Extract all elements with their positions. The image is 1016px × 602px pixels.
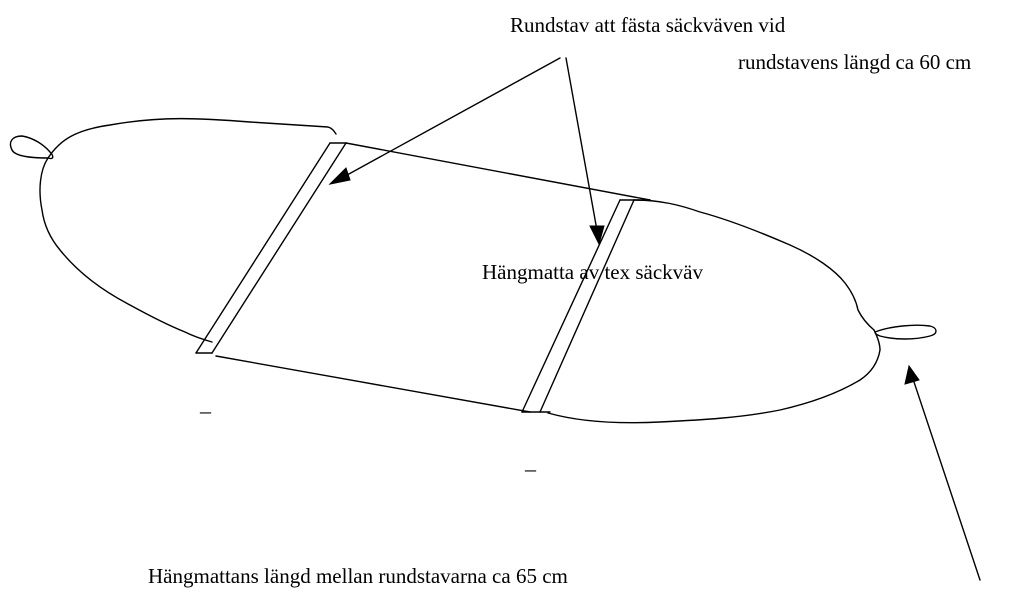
hammock-outline-bottom [547,349,881,424]
left-knot-loop [9,135,54,160]
arrow-to-right-rod [565,57,599,237]
hammock-material-label: Hängmatta av tex säckväv [482,260,703,284]
hammock-outline-right-top [633,199,875,331]
left-rod-line-inner [211,142,347,354]
right-rod-line-inner [539,199,635,413]
hammock-outline-left [39,157,213,343]
rod-description-line2: rundstavens längd ca 60 cm [738,50,972,74]
arrow-to-left-rod-head [328,167,351,185]
right-rod-dash-mark: – [525,456,536,481]
rod-description-line1: Rundstav att fästa säckväven vid [510,13,786,37]
right-knot-loop [874,324,937,340]
arrow-to-right-rod-head [589,225,605,246]
cloth-edge-top [345,142,651,201]
arrow-to-right-end-head [904,364,920,385]
hammock-length-label: Hängmattans längd mellan rundstavarna ca… [148,564,568,588]
left-rod-line-outer [195,142,331,354]
right-rod-line-outer [521,199,621,413]
left-rod-dash-mark: – [200,398,211,423]
cloth-edge-bottom [215,355,531,413]
hammock-outline-top [47,117,337,159]
arrow-to-right-end [911,375,981,581]
arrow-to-left-rod [337,57,561,181]
